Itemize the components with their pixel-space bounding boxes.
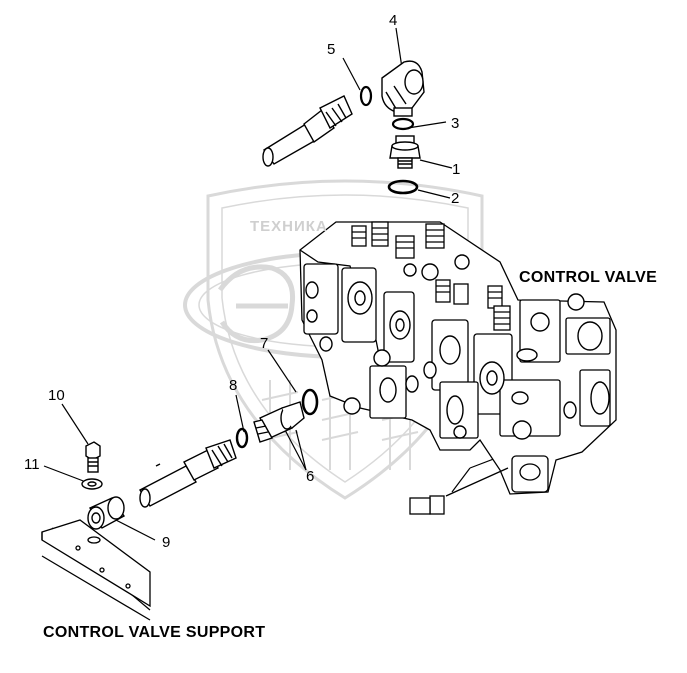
control-valve-ports [305,254,610,440]
callout-2: 2 [451,190,460,207]
solenoid-connector [409,467,509,515]
control-valve-support-plate [41,519,151,621]
upper-hose [262,95,353,167]
o-ring-8 [235,427,249,449]
callout-1: 1 [452,161,461,178]
watermark-text: ТЕХНИКА [250,218,328,235]
spacer-9 [87,496,126,530]
o-ring-7 [301,388,319,416]
adapter-6 [253,401,305,443]
o-ring-2 [387,179,419,195]
elbow-fitting [381,60,425,117]
caption-control-valve: CONTROL VALVE [519,269,658,286]
callout-10: 10 [48,387,65,404]
caption-control-valve-support: CONTROL VALVE SUPPORT [43,624,266,641]
callout-5: 5 [327,41,336,58]
adapter-1 [389,135,421,169]
washer-11 [81,478,103,490]
control-valve-spools [351,221,511,331]
o-ring-3 [391,117,415,131]
callout-9: 9 [162,534,171,551]
callout-4: 4 [389,12,398,29]
callout-3: 3 [451,115,460,132]
bolt-10 [85,441,101,473]
lower-hose [139,439,237,508]
o-ring-5 [359,85,373,107]
callout-8: 8 [229,377,238,394]
callout-7: 7 [260,335,269,352]
callout-11: 11 [24,456,40,473]
callout-6: 6 [306,468,315,485]
